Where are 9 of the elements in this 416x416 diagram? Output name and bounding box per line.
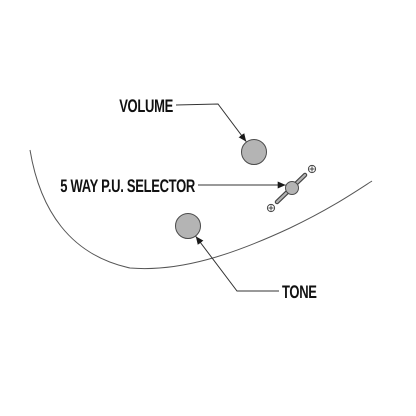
switch-knob (285, 181, 299, 195)
callout-label: 5 WAY P.U. SELECTOR (57, 176, 198, 194)
leader-arrow (198, 182, 286, 188)
callout-label: TONE (279, 282, 320, 300)
callout-label: VOLUME (116, 96, 176, 114)
leader-arrow (195, 236, 280, 292)
control-knob (241, 139, 267, 165)
control-knob (175, 213, 201, 239)
leader-arrow (176, 104, 247, 142)
